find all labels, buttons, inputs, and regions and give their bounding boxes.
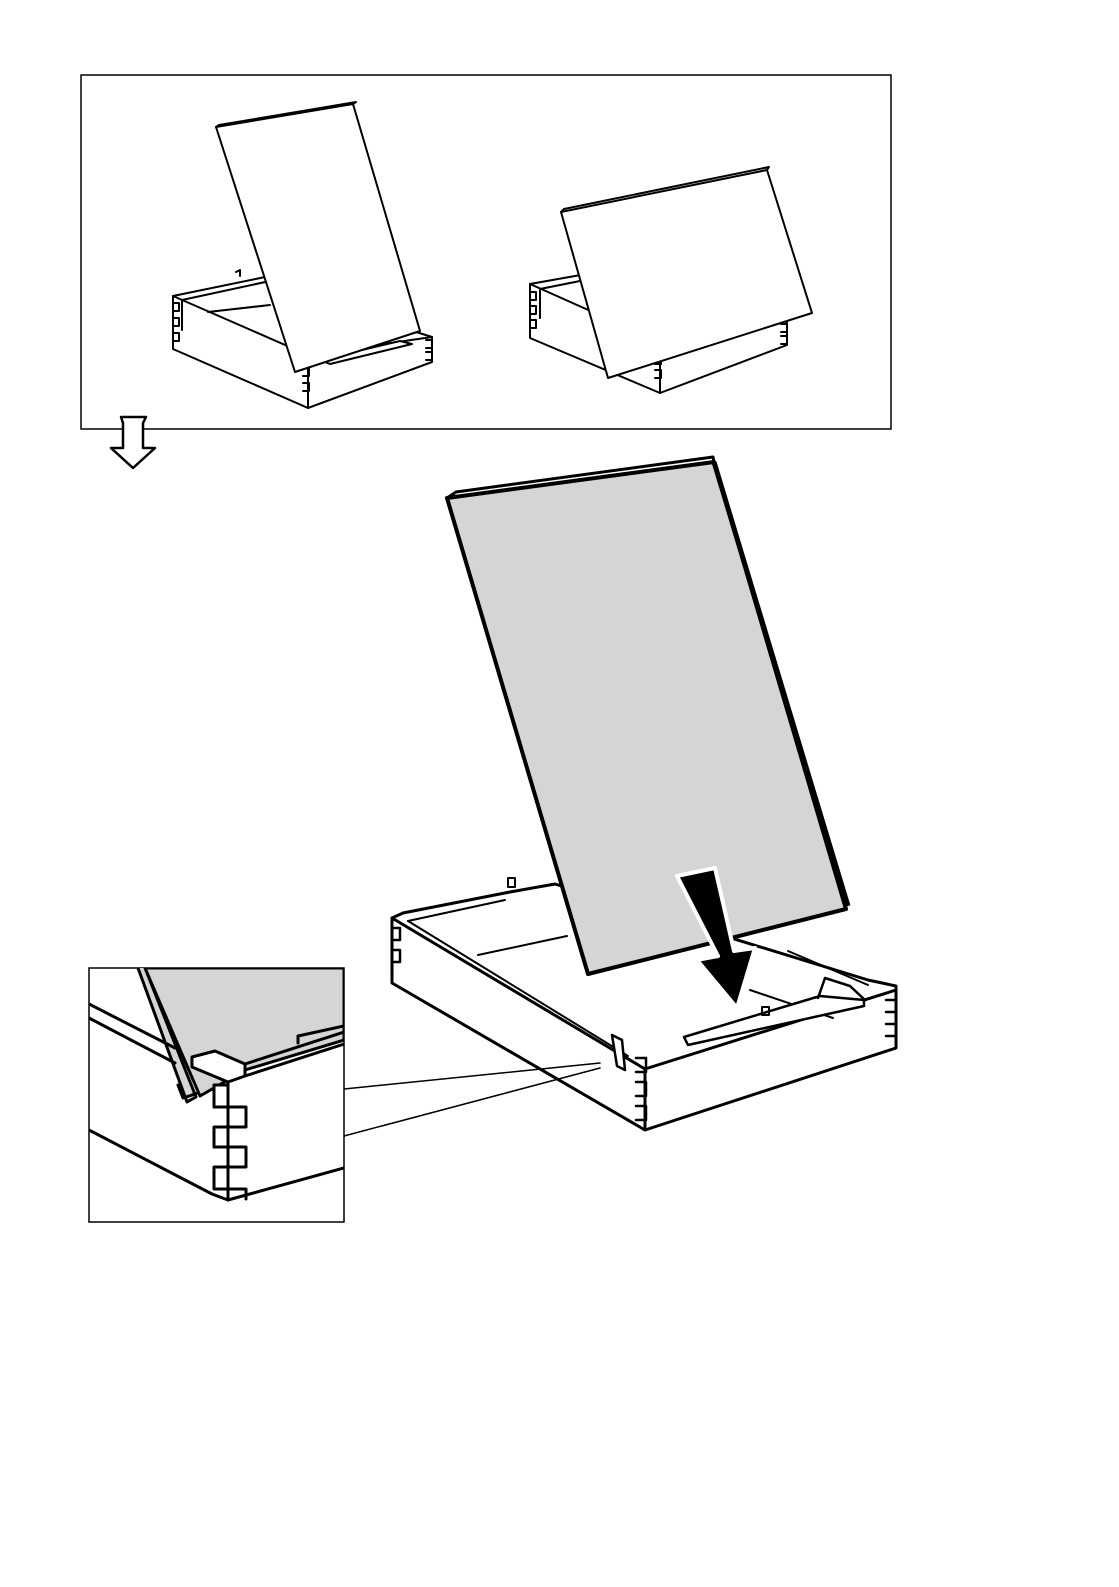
overview-tray-b: [530, 167, 812, 393]
detail-inset: [89, 968, 344, 1222]
overview-tray-a: [173, 102, 432, 408]
step-flow-down-arrow-icon: [111, 417, 155, 468]
